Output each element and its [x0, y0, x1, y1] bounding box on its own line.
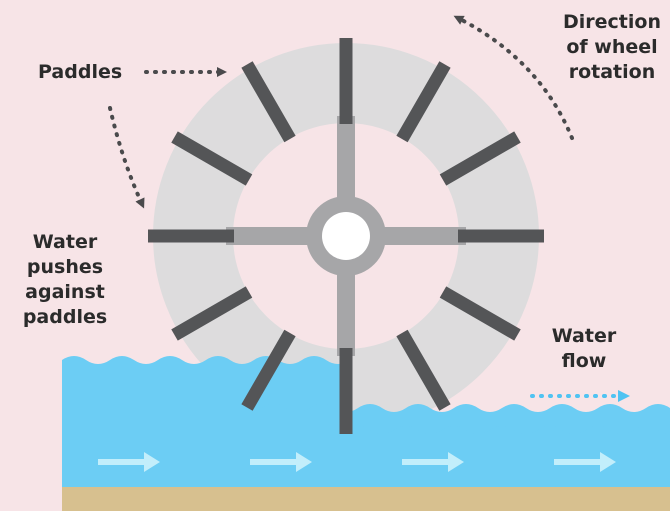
- paddles-label: Paddles: [38, 60, 122, 85]
- paddles-label-text: Paddles: [38, 61, 123, 83]
- paddle: [171, 131, 253, 186]
- paddle: [171, 286, 253, 341]
- hub-center: [322, 212, 370, 260]
- water-pushes-line-2: pushes: [26, 256, 104, 278]
- dotted-arrow-icon: [108, 106, 145, 209]
- right-arrow-icon: [402, 452, 464, 472]
- water-flow-line-1: Water: [551, 325, 617, 347]
- water-downstream-wave: [346, 426, 670, 440]
- direction-label: Direction of wheel rotation: [556, 10, 668, 85]
- right-arrow-icon: [250, 452, 312, 472]
- right-arrow-icon: [554, 452, 616, 472]
- direction-label-line-2: of wheel: [566, 36, 658, 58]
- water-pushes-label: Water pushes against paddles: [8, 230, 122, 330]
- wheel: [148, 38, 544, 429]
- ground: [62, 487, 670, 511]
- flow-arrows: [98, 452, 616, 472]
- water-pushes-line-3: against: [25, 281, 105, 303]
- paddle: [396, 329, 451, 411]
- paddle: [439, 286, 521, 341]
- paddle: [396, 61, 451, 143]
- water-pushes-line-4: paddles: [22, 306, 108, 328]
- dotted-arrow-icon: [453, 15, 574, 140]
- paddle: [241, 329, 296, 411]
- paddle: [241, 61, 296, 143]
- water-flow-line-2: flow: [561, 350, 607, 372]
- water-flow-label: Water flow: [546, 324, 622, 374]
- right-arrow-icon: [98, 452, 160, 472]
- water-upstream: [62, 356, 350, 487]
- paddles-front-group: [171, 286, 521, 434]
- paddles-group: [148, 38, 544, 243]
- paddle: [439, 131, 521, 186]
- direction-label-line-1: Direction: [563, 11, 661, 33]
- direction-label-line-3: rotation: [568, 61, 656, 83]
- water-pushes-line-1: Water: [32, 231, 98, 253]
